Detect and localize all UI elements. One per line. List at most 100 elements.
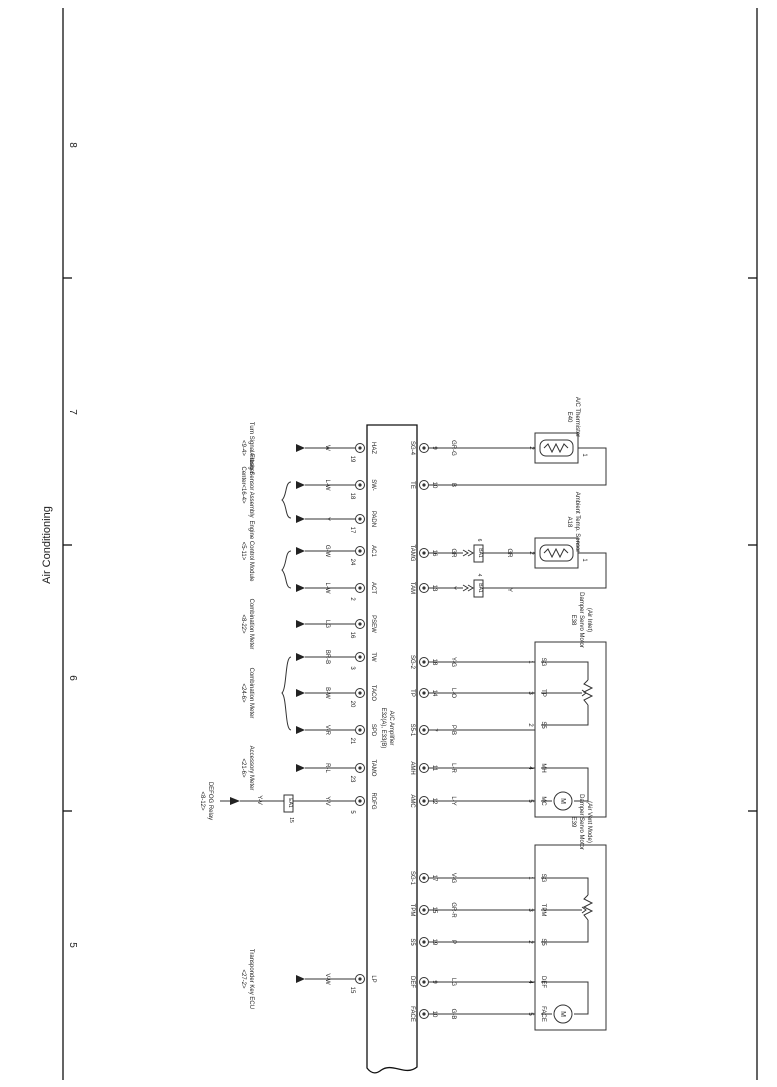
right-pin-dot [422,766,426,770]
servo-terminal-label: FACE [540,1006,546,1022]
thermistor-resistor-icon [543,442,569,454]
destination-name: Engine Control Module [248,520,254,582]
servo-pin-number: 2 [527,940,533,944]
right-pin-dot [422,1012,426,1016]
left-pin-name: ACT [370,582,376,594]
left-pin-number: 15 [349,987,355,994]
left-pin-dot [358,586,362,590]
right-pin-name: TAM [409,582,415,594]
junction-pin: 15 [288,817,294,823]
servo-terminal-label: SG [540,658,546,667]
grid-number-8: 8 [67,142,78,148]
junction-connector-ea1 [283,794,294,813]
destination-name: Transponder Key ECU [248,949,254,1009]
servo-pin-number: 3 [527,691,533,695]
right-pin-name: TPM [409,904,415,917]
left-pin-name: TAMO [370,760,376,777]
destination-name: Turn Signal Flasher [248,422,254,474]
left-pin-name: RDFG [370,793,376,810]
destination-reference: <9-4> [240,440,246,456]
destination-reference: <24-6> [240,683,246,703]
grid-number-6: 6 [67,675,78,681]
potentiometer-wiper-icon [581,906,587,914]
signal-arrow [296,444,305,452]
air-vent-motor-icon [553,1004,573,1024]
destination-name: DEFOG Relay [207,782,213,820]
right-pin-dot [422,483,426,487]
servo-terminal-label: MC [540,796,546,806]
connector-chevron [462,584,474,592]
servo-pin-number: 1 [527,660,533,664]
right-pin-name: S5 [409,938,415,946]
left-wire-color: G-W [324,545,330,558]
thermistor-element [539,439,574,457]
junction-code: EA1 [287,798,293,808]
destination-name: Airbag Sensor Assembly [248,452,254,517]
air-vent-servo-code: E39 [570,817,576,828]
signal-arrow [296,764,305,772]
destination-reference: <27-2> [240,969,246,989]
right-pin-name: DEF [409,976,415,988]
left-pin-dot [358,977,362,981]
servo-pin-number: 4 [527,980,533,984]
left-pin-number: 20 [349,701,355,708]
signal-arrow [296,584,305,592]
connector-chevron [462,549,474,557]
servo-pin-number: 2 [527,723,533,727]
air-vent-servo-name: Damper Servo Motor [578,794,584,850]
left-wire-color: W [324,445,330,451]
left-wire-color: BR-B [324,650,330,664]
servo-pin-number: 3 [527,908,533,912]
right-pin-dot [422,446,426,450]
wire-thermistor-te [429,447,607,486]
combination-meter-brace [281,656,292,731]
potentiometer-wiper-icon [581,689,587,697]
left-wire-color: B-W [324,687,330,699]
left-pin-number: 5 [349,810,355,814]
servo-terminal-label: TPM [540,904,546,917]
junction-pin: 4 [476,574,482,577]
left-pin-dot [358,691,362,695]
destination-reference: <8-12> [199,791,205,811]
destination-reference: Center<16-4> [240,466,246,504]
servo-terminal-label: DEF [540,976,546,988]
signal-arrow [296,689,305,697]
wire-tam-sensor [483,552,607,589]
ambient-sensor-pin: 2 [528,551,534,555]
ambient-resistor-icon [543,547,569,559]
destination-reference: <8-22> [240,614,246,634]
right-pin-name: TAMG [409,545,415,562]
left-wire-color: V-W [324,973,330,985]
left-pin-name: HAZ [370,442,376,454]
signal-arrow [296,975,305,983]
destination-reference: <21-6> [240,758,246,778]
air-inlet-motor-wires [541,767,589,802]
left-pin-number: 2 [349,597,355,601]
right-pin-dot [422,586,426,590]
air-inlet-servo-box [534,641,607,818]
left-pin-dot [358,728,362,732]
junction-wire-color: Y-V [256,795,262,804]
right-pin-name: TE [409,481,415,489]
right-pin-name: AMH [409,761,415,774]
servo-pin-number: 4 [527,766,533,770]
left-pin-number: 16 [349,632,355,639]
ambient-sensor-pin: 1 [581,558,587,562]
servo-terminal-label: S5 [540,938,546,946]
left-pin-number: 23 [349,776,355,783]
signal-arrow [296,620,305,628]
right-pin-name: SG-2 [409,655,415,670]
air-inlet-motor-icon [553,791,573,811]
right-pin-dot [422,691,426,695]
air-inlet-servo-name: Damper Servo Motor [578,592,584,648]
right-pin-name: AMC [409,794,415,808]
left-pin-number: 17 [349,527,355,534]
left-pin-number: 18 [349,493,355,500]
right-pin-dot [422,940,426,944]
air-vent-potentiometer-wires [541,877,589,943]
right-pin-name: SG-4 [409,441,415,456]
destination-name: Combination Meter [248,668,254,719]
